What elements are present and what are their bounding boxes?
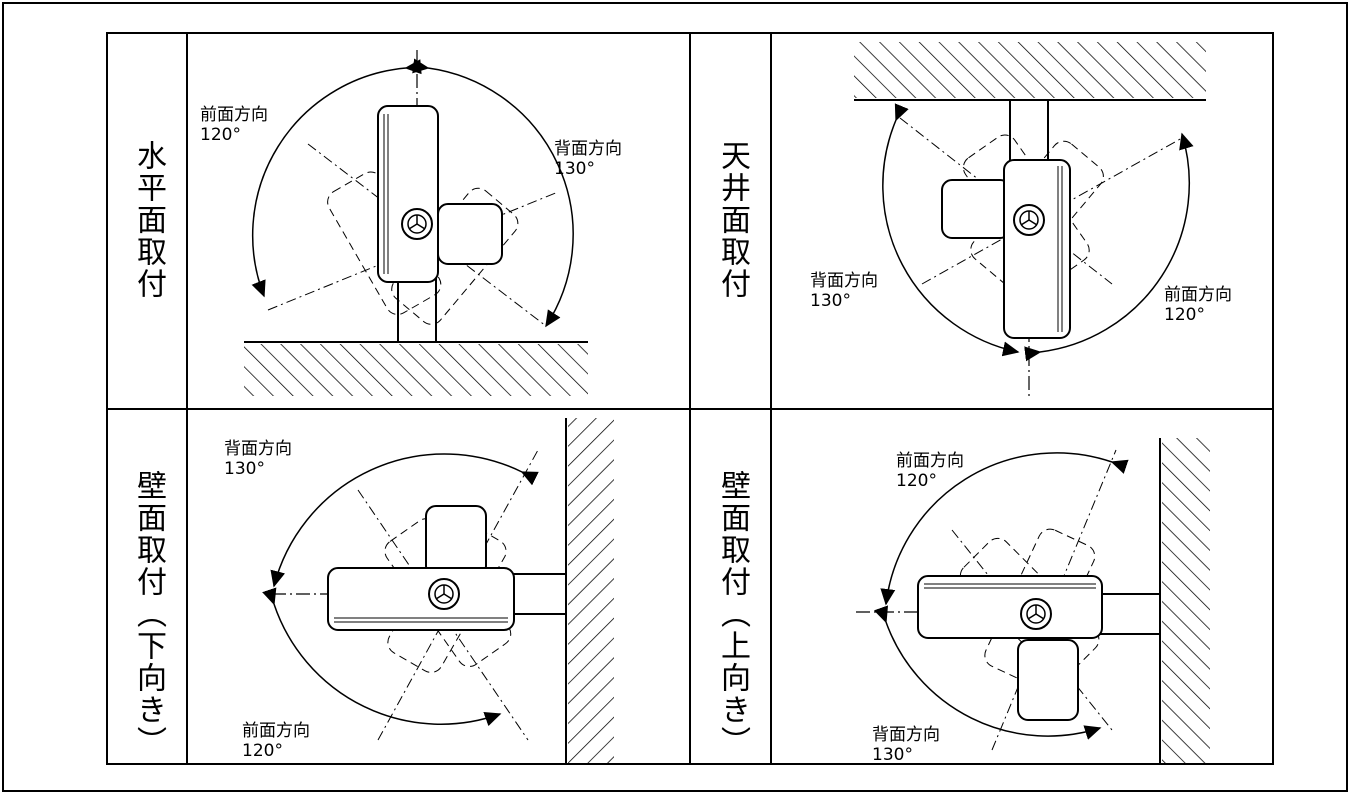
fixture-body [1003,159,1071,339]
floor-hatch [244,344,588,396]
back-angle-label: 130° [554,159,595,179]
title-horizontal-mount: 水平面取付 [131,140,166,300]
diagram-ceiling-mount: 背面方向 130° 前面方向 120° [810,42,1232,396]
front-direction-label: 前面方向 [200,105,268,125]
col-divider-3 [770,32,772,765]
diagram-horizontal-mount: 前面方向 120° 背面方向 130° [200,50,622,396]
back-arc [270,453,539,588]
back-arc [873,605,1102,740]
back-angle-label: 130° [872,745,913,764]
title-wall-mount-down: 壁面取付（下向き） [131,470,166,758]
front-angle-label: 120° [242,741,283,761]
title-wall-mount-up: 壁面取付（上向き） [715,470,750,758]
front-angle-label: 120° [1164,305,1205,325]
front-direction-label: 前面方向 [242,721,310,741]
back-direction-label: 背面方向 [872,725,940,745]
fixture-body [377,105,439,283]
back-angle-label: 130° [810,291,851,311]
col-divider-2 [689,32,691,765]
back-arc [882,103,1020,357]
fixture-back [941,179,1011,239]
fixture-back [1017,639,1079,721]
ceiling-hatch [854,42,1206,98]
diagram-wall-mount-up: 前面方向 120° 背面方向 130° [856,438,1210,764]
front-angle-label: 120° [896,471,937,491]
wall-hatch [568,418,614,764]
front-direction-label: 前面方向 [1164,285,1232,305]
fixture-back [425,505,487,577]
front-arc [251,59,422,298]
front-direction-label: 前面方向 [896,451,964,471]
col-divider-1 [186,32,188,765]
back-direction-label: 背面方向 [554,139,622,159]
back-direction-label: 背面方向 [810,271,878,291]
back-direction-label: 背面方向 [224,439,292,459]
front-arc [1024,132,1194,362]
front-arc [880,452,1129,606]
title-ceiling-mount: 天井面取付 [715,140,750,300]
diagram-wall-mount-down: 背面方向 130° 前面方向 120° [224,418,614,764]
fixture-body [917,575,1103,639]
front-arc [262,587,502,727]
back-arc [412,58,574,328]
fixture-back [437,203,503,265]
wall-hatch [1162,438,1210,764]
back-angle-label: 130° [224,459,265,479]
fixture-body [327,567,515,631]
front-angle-label: 120° [200,125,241,145]
